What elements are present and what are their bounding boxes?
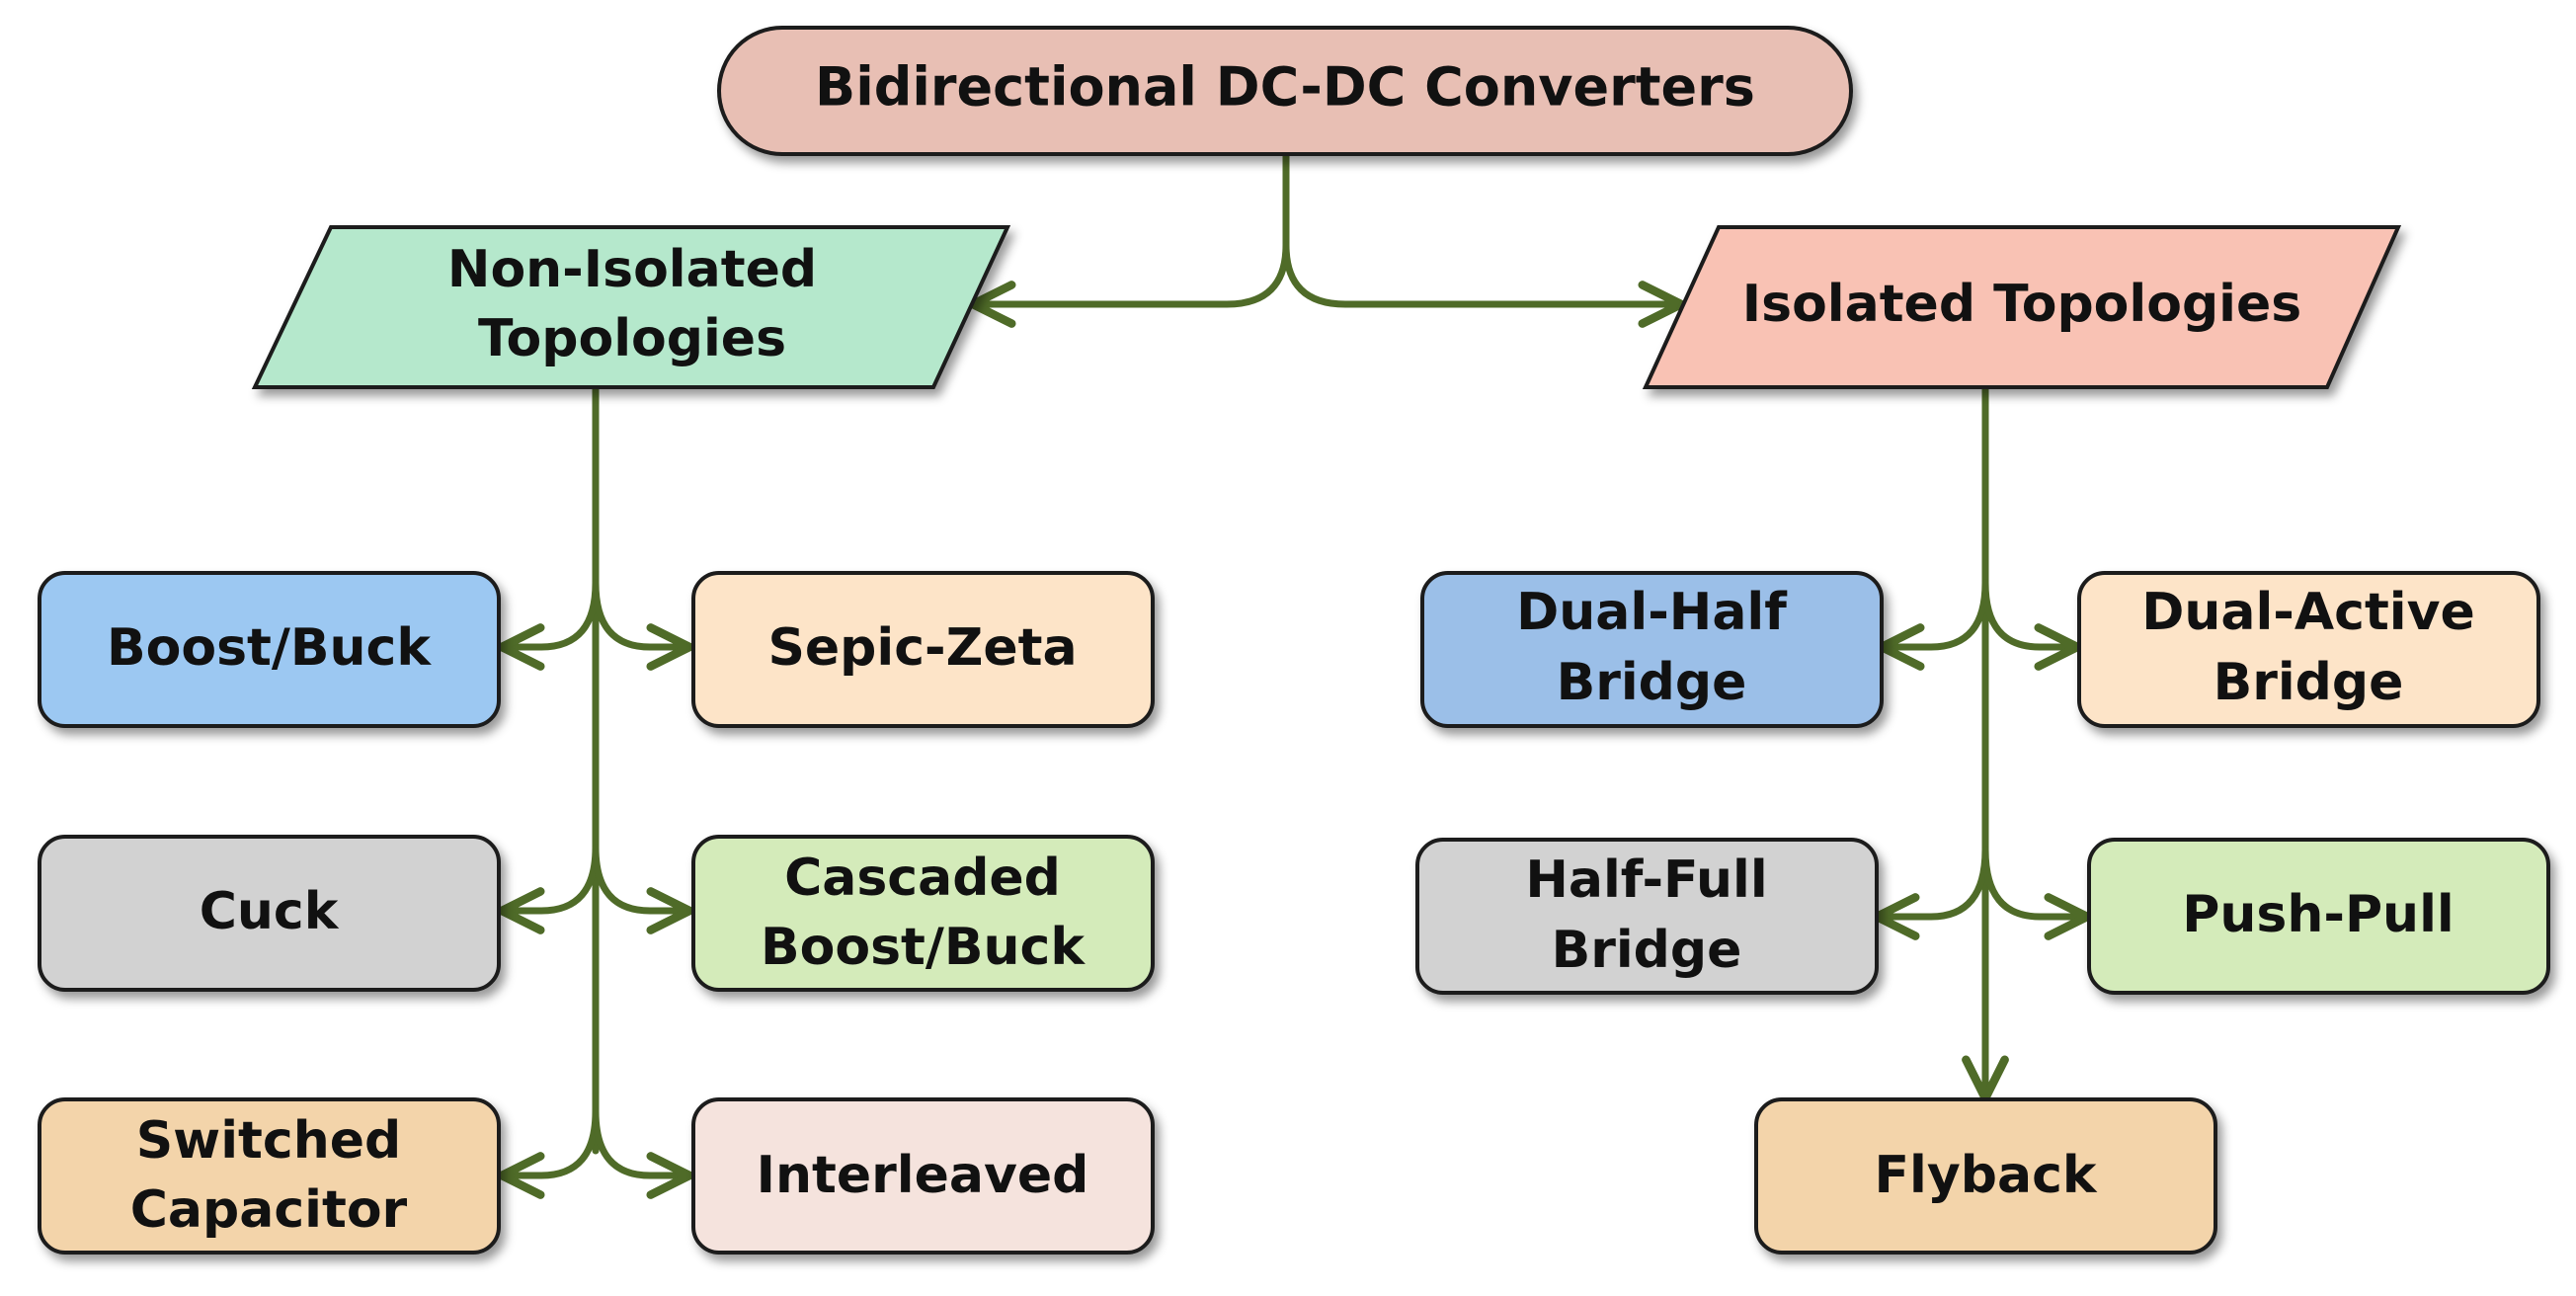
node-switched-capacitor-line1: Switched xyxy=(136,1111,402,1171)
node-dual-half-bridge: Dual-Half Bridge xyxy=(1420,571,1884,728)
node-boost-buck-label: Boost/Buck xyxy=(107,618,432,678)
node-interleaved: Interleaved xyxy=(691,1097,1155,1255)
node-boost-buck: Boost/Buck xyxy=(38,571,501,728)
node-dual-active-bridge: Dual-Active Bridge xyxy=(2077,571,2540,728)
node-flyback-label: Flyback xyxy=(1875,1146,2098,1205)
connector-root-to-non-isolated xyxy=(968,241,1290,328)
root-node-label: Bidirectional DC-DC Converters xyxy=(815,56,1755,119)
node-sepic-zeta: Sepic-Zeta xyxy=(691,571,1155,728)
connector-to-cuck xyxy=(497,844,600,934)
node-cuck: Cuck xyxy=(38,835,501,992)
node-dual-active-bridge-shape xyxy=(2077,571,2540,728)
root-node: Bidirectional DC-DC Converters xyxy=(717,26,1853,156)
non-isolated-heading-shape xyxy=(251,225,1011,389)
node-half-full-bridge-line1: Half-Full xyxy=(1525,850,1767,910)
node-dual-half-bridge-shape xyxy=(1420,571,1884,728)
node-push-pull-shape xyxy=(2087,838,2550,995)
connector-to-switched-capacitor xyxy=(497,1107,600,1199)
node-cascaded-boost-buck: Cascaded Boost/Buck xyxy=(691,835,1155,992)
node-flyback: Flyback xyxy=(1754,1097,2217,1255)
node-interleaved-shape xyxy=(691,1097,1155,1255)
node-interleaved-label: Interleaved xyxy=(757,1146,1089,1205)
node-boost-buck-shape xyxy=(38,571,501,728)
connectors xyxy=(497,152,2092,1199)
isolated-heading-shape xyxy=(1642,225,2402,389)
node-cascaded-boost-buck-shape xyxy=(691,835,1155,992)
node-dual-active-bridge-line2: Bridge xyxy=(2214,653,2404,712)
connector-to-sepic-zeta xyxy=(592,579,694,671)
connector-to-dual-half xyxy=(1877,579,1989,671)
node-half-full-bridge-shape xyxy=(1415,838,1879,995)
connector-to-push-pull xyxy=(1981,846,2092,940)
node-half-full-bridge: Half-Full Bridge xyxy=(1415,838,1879,995)
non-isolated-heading: Non-Isolated Topologies xyxy=(251,225,1011,389)
node-cascaded-boost-buck-line2: Boost/Buck xyxy=(761,918,1086,977)
node-dual-active-bridge-line1: Dual-Active xyxy=(2141,583,2475,642)
node-dual-half-bridge-line1: Dual-Half xyxy=(1516,583,1788,642)
isolated-heading-line1: Isolated Topologies xyxy=(1742,275,2301,334)
non-isolated-heading-line1: Non-Isolated xyxy=(447,240,817,299)
root-node-shape xyxy=(717,26,1853,156)
node-push-pull-label: Push-Pull xyxy=(2182,885,2454,944)
node-cascaded-boost-buck-line1: Cascaded xyxy=(784,849,1061,908)
connector-to-dual-active xyxy=(1981,579,2082,671)
node-flyback-shape xyxy=(1754,1097,2217,1255)
connector-to-half-full xyxy=(1872,846,1989,940)
connector-root-to-isolated xyxy=(1282,241,1686,328)
connector-to-boost-buck xyxy=(497,579,600,671)
node-dual-half-bridge-line2: Bridge xyxy=(1557,653,1747,712)
node-sepic-zeta-label: Sepic-Zeta xyxy=(767,618,1077,678)
node-sepic-zeta-shape xyxy=(691,571,1155,728)
node-switched-capacitor: Switched Capacitor xyxy=(38,1097,501,1255)
non-isolated-heading-line2: Topologies xyxy=(478,309,786,368)
node-switched-capacitor-line2: Capacitor xyxy=(130,1180,408,1240)
isolated-heading: Isolated Topologies xyxy=(1642,225,2402,389)
node-cuck-shape xyxy=(38,835,501,992)
node-half-full-bridge-line2: Bridge xyxy=(1552,921,1742,980)
connector-to-interleaved xyxy=(592,1107,694,1199)
node-push-pull: Push-Pull xyxy=(2087,838,2550,995)
connector-to-cascaded xyxy=(592,844,694,934)
node-cuck-label: Cuck xyxy=(200,882,340,941)
node-switched-capacitor-shape xyxy=(38,1097,501,1255)
